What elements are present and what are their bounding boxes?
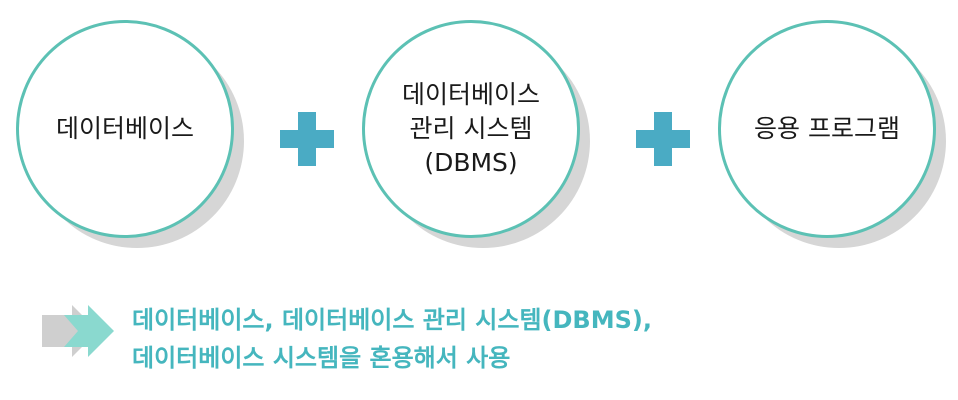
arrow-right-icon bbox=[42, 305, 114, 357]
database-circle: 데이터베이스 bbox=[16, 20, 234, 238]
summary-line-1: 데이터베이스, 데이터베이스 관리 시스템(DBMS), bbox=[132, 306, 652, 334]
dbms-node: 데이터베이스 관리 시스템 (DBMS) bbox=[362, 20, 590, 248]
plus-icon bbox=[636, 112, 690, 166]
dbms-label: 데이터베이스 관리 시스템 (DBMS) bbox=[401, 80, 540, 177]
database-label: 데이터베이스 bbox=[55, 114, 194, 143]
application-node: 응용 프로그램 bbox=[718, 20, 946, 248]
plus-icon bbox=[280, 112, 334, 166]
dbms-circle: 데이터베이스 관리 시스템 (DBMS) bbox=[362, 20, 580, 238]
summary-text: 데이터베이스, 데이터베이스 관리 시스템(DBMS), 데이터베이스 시스템을… bbox=[132, 301, 652, 377]
database-node: 데이터베이스 bbox=[16, 20, 244, 248]
application-label: 응용 프로그램 bbox=[754, 114, 900, 143]
summary-line-2: 데이터베이스 시스템을 혼용해서 사용 bbox=[132, 344, 511, 372]
application-circle: 응용 프로그램 bbox=[718, 20, 936, 238]
